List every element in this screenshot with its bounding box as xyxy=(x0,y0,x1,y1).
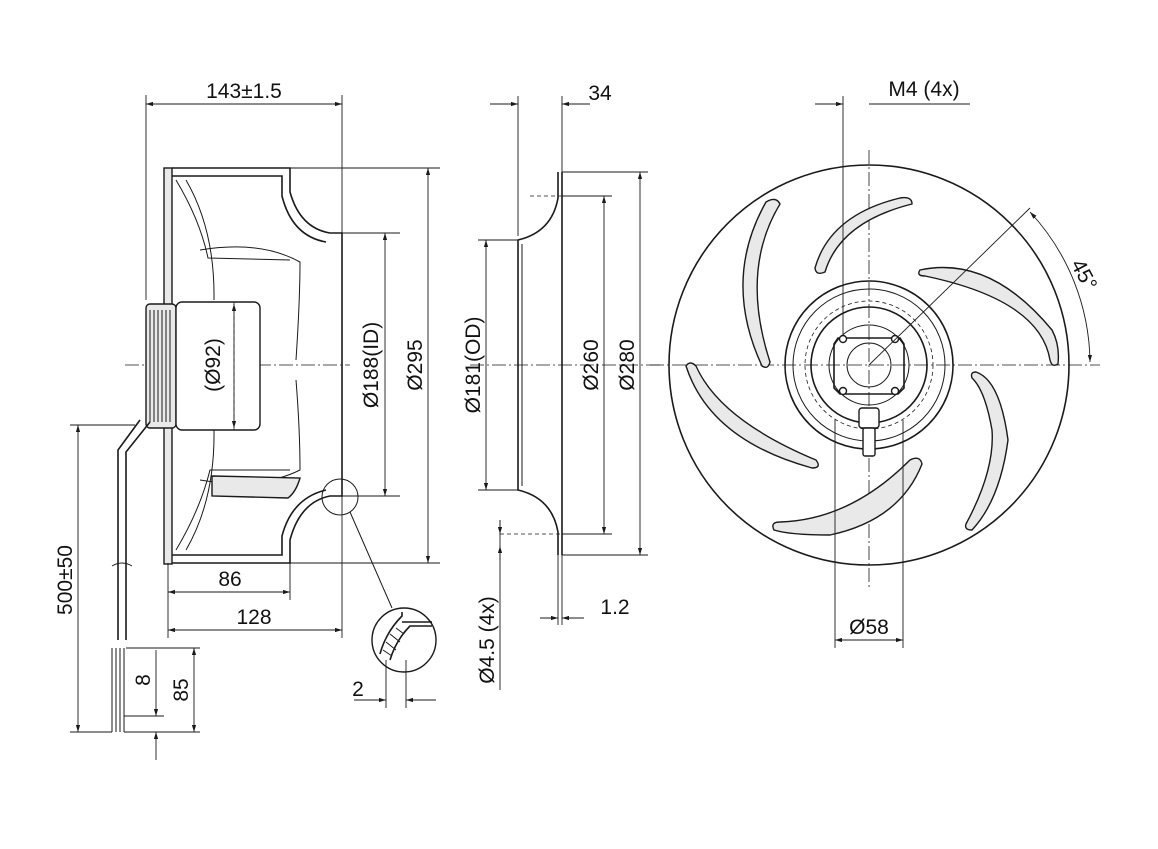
dim-dia-inlet-id: Ø188(ID) xyxy=(360,322,383,408)
dim-ring-od: Ø181(OD) xyxy=(462,317,485,414)
dim-ring-260: Ø260 xyxy=(580,339,603,390)
dim-angle: 45° xyxy=(1066,256,1101,295)
detail-leader xyxy=(349,511,393,609)
angle-arc xyxy=(1029,211,1093,363)
dim-dia-58: Ø58 xyxy=(849,616,889,639)
impeller-shroud-top xyxy=(172,167,343,564)
hub-spokes xyxy=(833,337,905,395)
dim-thread: M4 (4x) xyxy=(888,78,959,101)
inlet-ring-profile xyxy=(517,172,563,555)
blade-bottom-edge xyxy=(211,475,301,499)
dim-strip-8: 8 xyxy=(132,674,155,686)
blade-top-1 xyxy=(175,179,291,261)
cable-2 xyxy=(125,421,151,640)
cable-break xyxy=(111,562,133,567)
dim-width-overall: 143±1.5 xyxy=(206,80,282,103)
impeller-shroud-inner-bottom xyxy=(172,489,327,556)
dim-ring-280: Ø280 xyxy=(616,339,639,390)
detail-hatch xyxy=(382,627,405,657)
blade-3 xyxy=(964,371,1009,531)
cable-outlet xyxy=(862,427,876,457)
dim-depth-86: 86 xyxy=(218,568,241,591)
dim-detail-2: 2 xyxy=(352,678,364,701)
dim-dia-motor: (Ø92) xyxy=(202,338,225,392)
dim-cable-length: 500±50 xyxy=(54,545,77,615)
blade-top-3 xyxy=(199,246,301,361)
impeller-outline xyxy=(668,164,1070,566)
m4-hole-1 xyxy=(838,334,848,344)
blade-bottom-2 xyxy=(185,429,215,551)
blade-top-2 xyxy=(185,179,215,301)
blade-1 xyxy=(814,196,913,275)
detail-callout-circle xyxy=(321,478,359,516)
cable xyxy=(117,419,141,640)
cable-wires xyxy=(111,648,125,732)
dim-mount-holes: Ø4.5 (4x) xyxy=(476,596,499,684)
side-view: 143±1.5 Ø188(ID) Ø295 (Ø92) 86 128 500±5… xyxy=(54,80,440,760)
blade-5 xyxy=(685,362,819,469)
impeller-shroud-inner-top xyxy=(172,175,327,243)
detail-view-circle xyxy=(371,607,437,673)
motor-stator xyxy=(175,301,261,431)
dim-strip-85: 85 xyxy=(170,678,193,701)
dim-dia-outer: Ø295 xyxy=(404,339,427,390)
hub-ring xyxy=(828,324,910,406)
inlet-ring-view: 34 Ø181(OD) Ø260 Ø280 Ø4.5 (4x) 1.2 xyxy=(462,82,660,690)
hub-center xyxy=(846,342,892,388)
motor-fins xyxy=(149,310,171,422)
dim-depth-128: 128 xyxy=(236,606,271,629)
cable-gland xyxy=(858,407,880,429)
blade-4 xyxy=(772,457,923,536)
dim-ring-thickness: 34 xyxy=(588,82,612,105)
blade-bottom-1 xyxy=(175,469,290,551)
m4-hole-3 xyxy=(838,386,848,396)
blade-6 xyxy=(742,198,781,369)
front-view: M4 (4x) 45° Ø58 xyxy=(650,78,1101,648)
dim-sheet-thickness: 1.2 xyxy=(600,596,629,619)
angle-leg xyxy=(868,207,1031,366)
blade-2 xyxy=(918,266,1060,367)
m4-hole-4 xyxy=(890,386,900,396)
